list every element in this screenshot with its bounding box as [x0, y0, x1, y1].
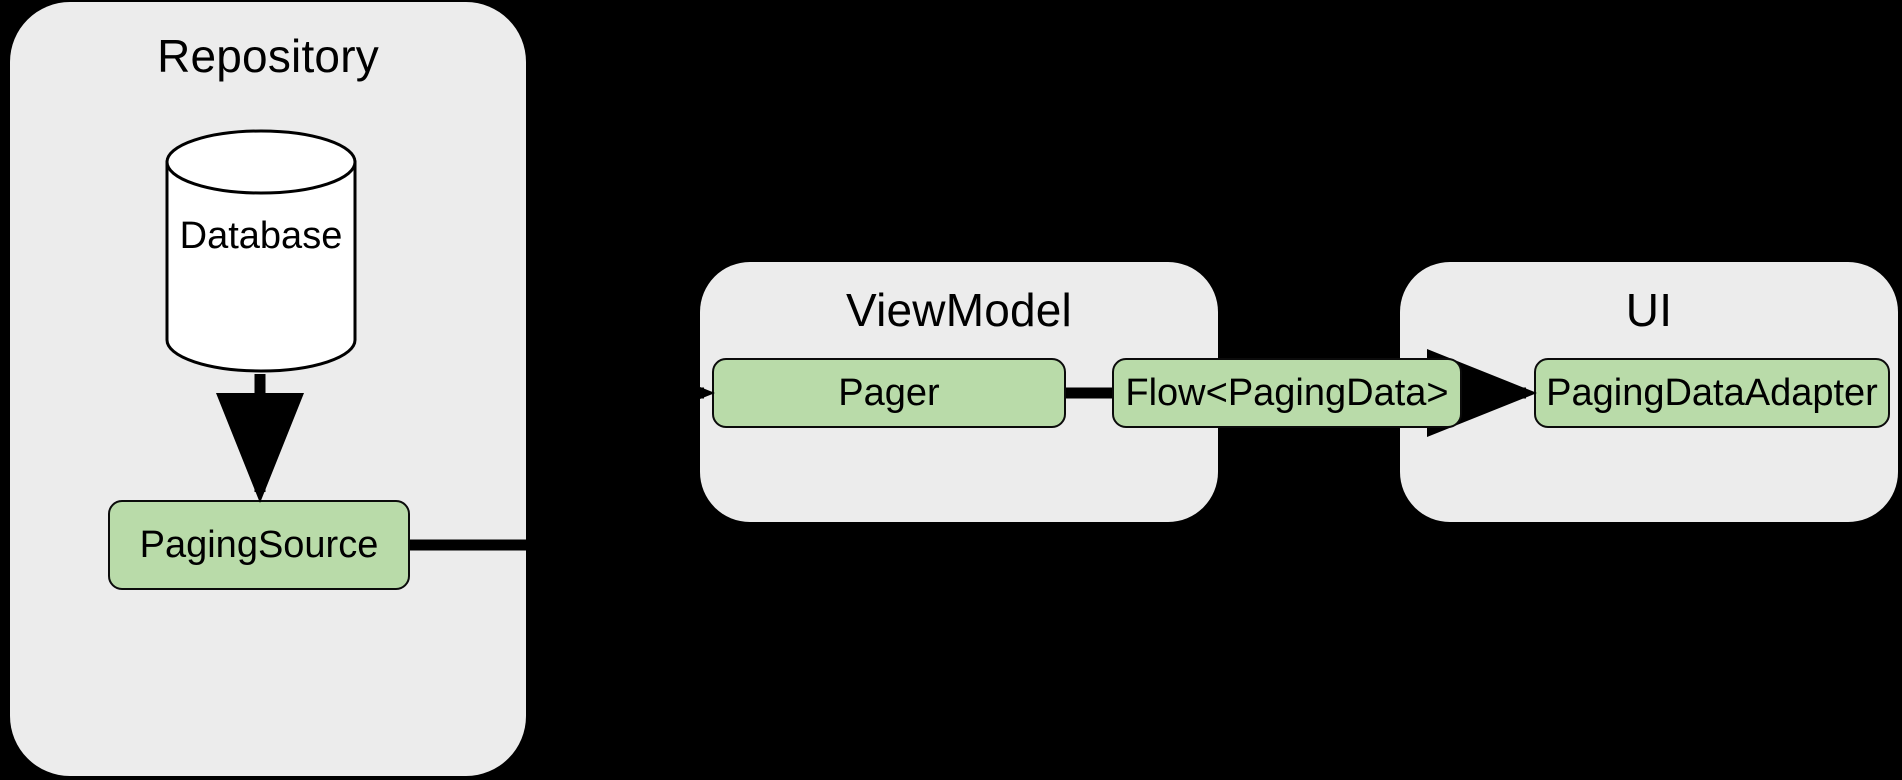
node-pager-label: Pager: [838, 372, 940, 414]
database-cylinder: Database: [164, 128, 358, 374]
node-flow-paging-data[interactable]: Flow<PagingData>: [1112, 358, 1462, 428]
group-viewmodel-title: ViewModel: [846, 284, 1072, 336]
node-paging-source[interactable]: PagingSource: [108, 500, 410, 590]
group-ui-title: UI: [1625, 284, 1673, 336]
database-label: Database: [179, 215, 343, 257]
group-repository-title: Repository: [157, 30, 379, 82]
node-paging-data-adapter[interactable]: PagingDataAdapter: [1534, 358, 1890, 428]
node-paging-source-label: PagingSource: [139, 524, 379, 566]
node-pager[interactable]: Pager: [712, 358, 1066, 428]
database-cylinder-shape: [165, 129, 357, 373]
group-repository: Repository: [10, 2, 526, 776]
node-paging-data-adapter-label: PagingDataAdapter: [1546, 372, 1878, 414]
node-flow-paging-data-label: Flow<PagingData>: [1125, 372, 1449, 414]
